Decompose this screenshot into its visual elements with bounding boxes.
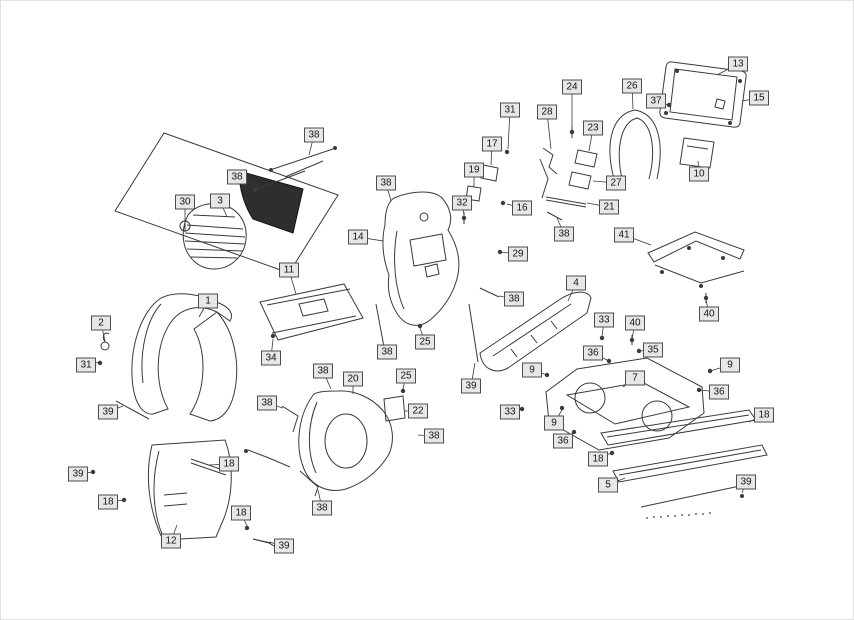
part-callout-23[interactable]: 23 [583,120,603,136]
part-callout-7[interactable]: 7 [625,370,645,386]
inner-shield [375,191,500,363]
part-callout-35[interactable]: 35 [643,342,663,358]
part-callout-31[interactable]: 31 [500,102,520,118]
part-callout-38[interactable]: 38 [313,363,333,379]
part-callout-37[interactable]: 37 [646,93,666,109]
part-callout-38[interactable]: 38 [227,169,247,185]
part-callout-14[interactable]: 14 [348,229,368,245]
part-callout-41[interactable]: 41 [614,227,634,243]
front-shield [131,293,238,422]
part-callout-38[interactable]: 38 [377,344,397,360]
part-callout-33[interactable]: 33 [594,312,614,328]
part-callout-10[interactable]: 10 [689,166,709,182]
part-callout-9[interactable]: 9 [720,357,740,373]
part-callout-33[interactable]: 33 [500,404,520,420]
grab-rail [609,109,661,180]
floor-mat [259,283,364,341]
part-callout-28[interactable]: 28 [537,104,557,120]
part-callout-29[interactable]: 29 [508,246,528,262]
left-rods [115,400,272,544]
part-callout-9[interactable]: 9 [544,415,564,431]
part-callout-3[interactable]: 3 [210,193,230,209]
part-callout-38[interactable]: 38 [376,175,396,191]
part-callout-19[interactable]: 19 [464,162,484,178]
part-callout-1[interactable]: 1 [198,293,218,309]
part-callout-20[interactable]: 20 [343,371,363,387]
part-callout-25[interactable]: 25 [396,368,416,384]
grille-part [179,170,304,270]
part-callout-12[interactable]: 12 [161,533,181,549]
part-callout-39[interactable]: 39 [461,378,481,394]
part-callout-32[interactable]: 32 [452,195,472,211]
footboard [479,291,592,372]
part-callout-18[interactable]: 18 [231,505,251,521]
part-callout-38[interactable]: 38 [424,428,444,444]
part-callout-36[interactable]: 36 [553,433,573,449]
part-callout-38[interactable]: 38 [304,127,324,143]
part-callout-39[interactable]: 39 [98,404,118,420]
part-callout-30[interactable]: 30 [175,194,195,210]
part-callout-27[interactable]: 27 [606,175,626,191]
part-callout-38[interactable]: 38 [554,226,574,242]
part-callout-18[interactable]: 18 [754,407,774,423]
part-callout-39[interactable]: 39 [736,474,756,490]
part-callout-9[interactable]: 9 [522,362,542,378]
part-callout-21[interactable]: 21 [599,199,619,215]
part-callout-25[interactable]: 25 [415,334,435,350]
trim-rods [253,146,337,192]
part-callout-24[interactable]: 24 [562,79,582,95]
under-cover [244,390,406,497]
part-callout-26[interactable]: 26 [622,78,642,94]
hook-part [100,332,110,351]
part-callout-2[interactable]: 2 [91,315,111,331]
part-callout-16[interactable]: 16 [512,200,532,216]
part-callout-39[interactable]: 39 [68,466,88,482]
part-callout-18[interactable]: 18 [98,494,118,510]
part-callout-5[interactable]: 5 [598,477,618,493]
part-callout-13[interactable]: 13 [728,56,748,72]
part-callout-38[interactable]: 38 [257,395,277,411]
part-callout-18[interactable]: 18 [588,451,608,467]
part-callout-4[interactable]: 4 [566,275,586,291]
part-callout-38[interactable]: 38 [504,291,524,307]
part-callout-40[interactable]: 40 [625,315,645,331]
part-callout-11[interactable]: 11 [279,262,299,278]
part-callout-18[interactable]: 18 [219,456,239,472]
center-frame [545,357,705,451]
part-callout-38[interactable]: 38 [312,500,332,516]
latch-parts-cluster [465,147,598,221]
part-callout-36[interactable]: 36 [709,384,729,400]
part-callout-15[interactable]: 15 [749,90,769,106]
part-callout-36[interactable]: 36 [583,345,603,361]
part-callout-40[interactable]: 40 [699,306,719,322]
part-callout-34[interactable]: 34 [261,350,281,366]
part-callout-31[interactable]: 31 [76,357,96,373]
rear-plate [659,61,747,169]
part-callout-39[interactable]: 39 [274,538,294,554]
part-callout-17[interactable]: 17 [482,136,502,152]
part-callout-22[interactable]: 22 [408,403,428,419]
